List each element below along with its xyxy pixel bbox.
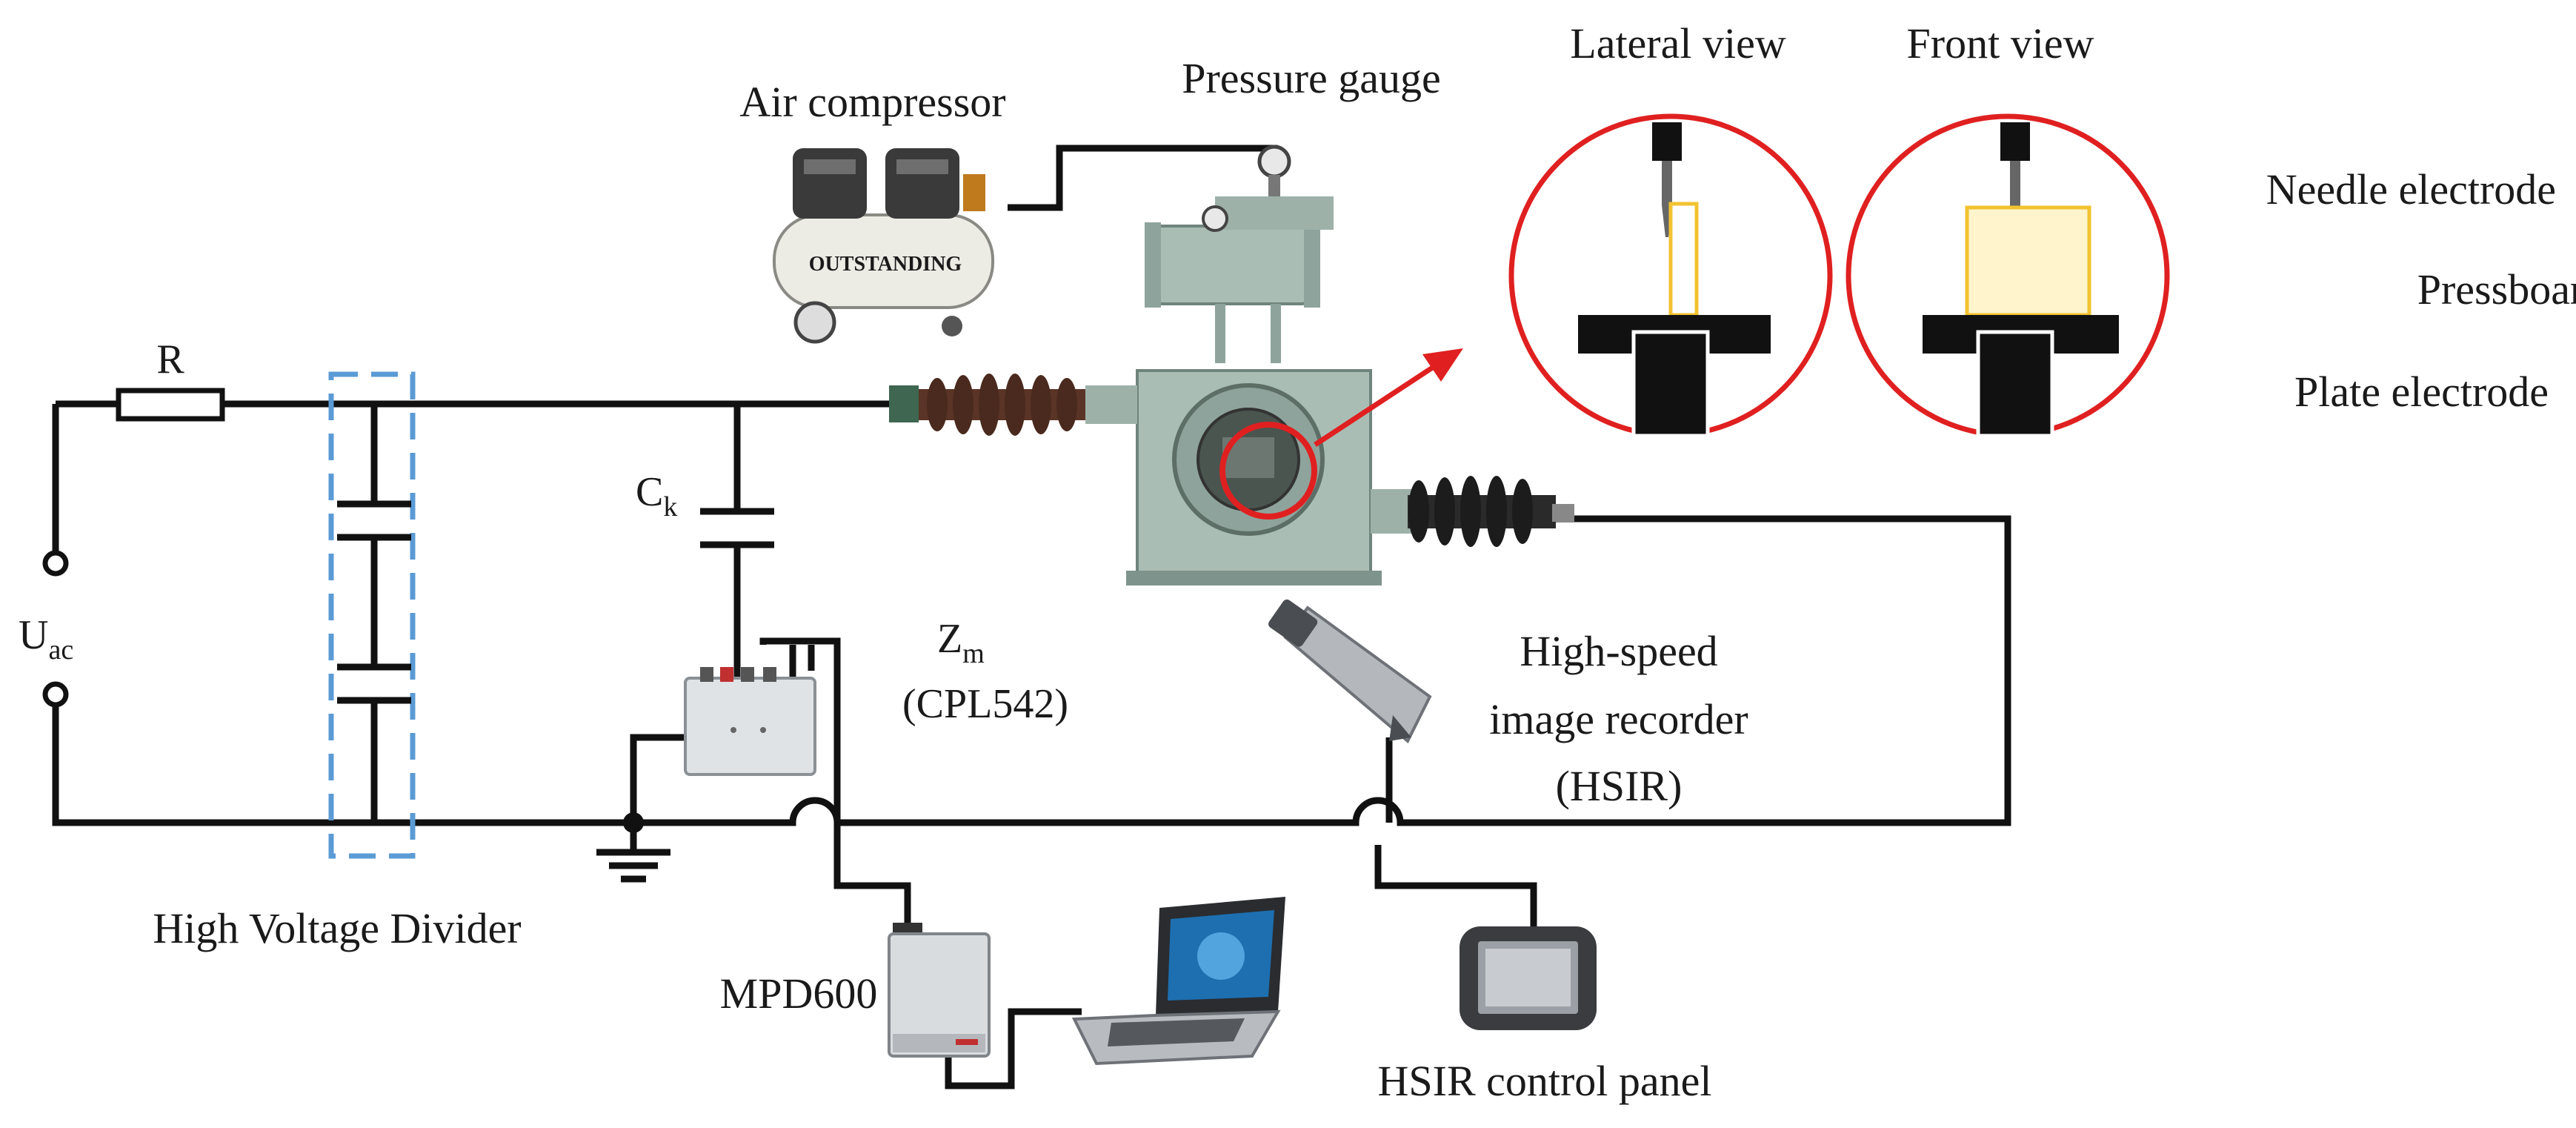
lateral-view-label: Lateral view (1570, 19, 1786, 67)
front-view-label: Front view (1907, 19, 2094, 67)
compressor-brand-text: OUTSTANDING (809, 253, 962, 276)
zm-detector-image (684, 667, 816, 776)
ck-label-sub: k (663, 491, 677, 522)
left-bushing (889, 374, 1137, 436)
test-vessel-image (1126, 369, 1382, 585)
air-compressor-label: Air compressor (739, 78, 1005, 126)
hsir-control-panel-image (1460, 926, 1597, 1030)
front-view-circle (1846, 113, 2170, 438)
circuit-wiring (52, 145, 2011, 1089)
resistor (116, 388, 225, 422)
hv-divider (328, 371, 416, 859)
mpd600-image (888, 923, 991, 1058)
right-bushing (1371, 476, 1574, 547)
source-label-sub: ac (48, 634, 73, 666)
ck-capacitor (700, 508, 774, 548)
mpd600-label: MPD600 (720, 969, 878, 1018)
pressboard-label: Pressboard (2417, 265, 2576, 313)
laptop-image (1071, 897, 1285, 1066)
zm-label-main: Z (937, 616, 962, 662)
zm-label: Zm (937, 616, 985, 669)
hsir-label-line1: High-speed (1520, 627, 1717, 675)
test-vessel-pipe (1145, 196, 1334, 363)
hsir-label-line3: (HSIR) (1556, 762, 1683, 810)
source-label-main: U (19, 612, 48, 658)
hsir-panel-label: HSIR control panel (1377, 1057, 1711, 1105)
lateral-view-circle (1508, 113, 1833, 438)
ck-label: Ck (636, 469, 677, 522)
pressure-gauge-image (1257, 145, 1291, 197)
ac-source-terminals (42, 550, 69, 708)
divider-box (328, 371, 416, 859)
zm-label-sub: m (962, 638, 985, 669)
zoom-highlight (1219, 348, 1463, 520)
ground-symbol (596, 812, 670, 883)
zm-model-label: (CPL542) (902, 681, 1068, 727)
ck-label-main: C (636, 469, 663, 515)
hv-divider-label: High Voltage Divider (153, 904, 521, 952)
plate-electrode-label: Plate electrode (2294, 368, 2549, 416)
air-compressor-image: OUTSTANDING (773, 148, 994, 344)
hsir-camera-image (1268, 599, 1432, 744)
resistor-label: R (156, 336, 184, 382)
source-label: Uac (19, 612, 73, 666)
needle-electrode-label: Needle electrode (2266, 165, 2556, 213)
hsir-label-line2: image recorder (1489, 695, 1748, 743)
pressure-gauge-label: Pressure gauge (1182, 54, 1441, 102)
